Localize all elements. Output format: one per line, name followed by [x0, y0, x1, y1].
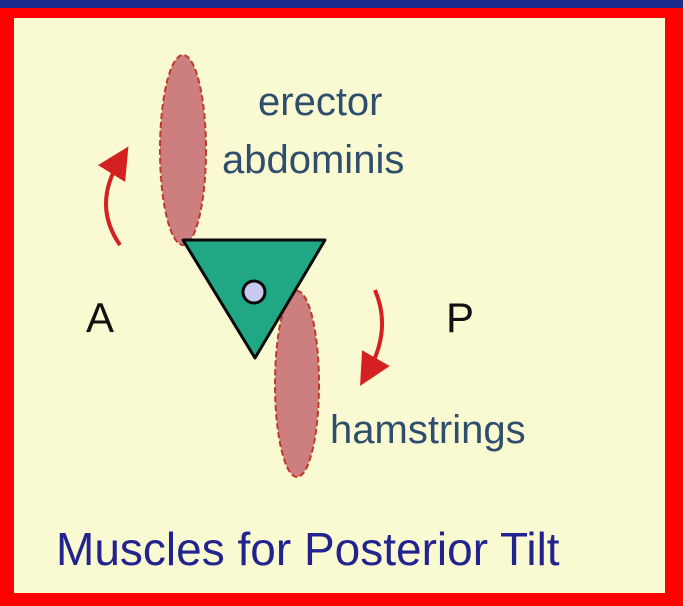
downward-curved-arrow-icon: [368, 290, 382, 372]
hamstrings-label: hamstrings: [330, 406, 526, 454]
anterior-label: A: [86, 294, 114, 342]
posterior-label: P: [446, 294, 474, 342]
erector-abdominis-muscle: [160, 55, 206, 245]
diagram-title: Muscles for Posterior Tilt: [56, 522, 560, 576]
upward-curved-arrow-icon: [106, 160, 120, 245]
hamstrings-muscle: [275, 291, 319, 477]
erector-label-line1: erector: [258, 78, 383, 126]
hip-joint-icon: [243, 281, 265, 303]
erector-label-line2: abdominis: [222, 136, 404, 184]
